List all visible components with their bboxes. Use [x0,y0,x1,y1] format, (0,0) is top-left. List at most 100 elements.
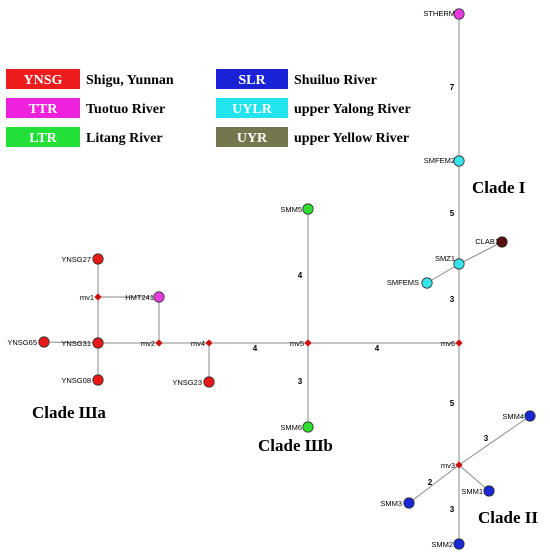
edge-label: 4 [375,344,380,353]
node-mv5: mv5 [290,339,312,348]
node-mv2: mv2 [141,339,163,348]
legend-item-slr: SLR Shuiluo River [216,69,377,89]
haplotype-circle [92,253,104,265]
legend-swatch-uyr [216,127,288,147]
legend-label: upper Yalong River [294,102,411,117]
node-ynsg31: YNSG31 [61,337,104,349]
haplotype-circle [38,336,50,348]
median-vector-marker [304,339,312,347]
edge-mv3-smm4 [458,415,531,466]
median-vector-marker [205,339,213,347]
edge-smz1-clab1 [458,241,503,265]
edge-label: 2 [428,478,433,487]
clade-label-2: Clade Шa [32,403,106,422]
node-label: CLAB1 [475,237,499,246]
haplotype-circle [483,485,495,497]
clade-label-3: Clade Шb [258,436,333,455]
node-ynsg23: YNSG23 [172,376,215,388]
node-hmt241: HMT241 [125,291,165,303]
legend-swatch-ynsg [6,69,80,89]
haplotype-circle [302,421,314,433]
median-vector-marker [455,339,463,347]
edge-mv3-smm1 [458,464,490,492]
legend-label: Shigu, Yunnan [86,73,174,88]
haplotype-circle [453,538,465,550]
node-label: SMM4 [502,412,524,421]
legend-label: Tuotuo River [86,102,165,117]
node-ynsg08: YNSG08 [61,374,104,386]
node-label: mv4 [191,339,205,348]
edge-label: 3 [484,434,489,443]
haplotype-circle [453,8,465,20]
haplotype-circle [496,236,508,248]
haplotype-circle [421,277,433,289]
node-smm1: SMM1 [461,485,495,497]
node-label: mv6 [441,339,455,348]
node-smm5: SMM5 [280,203,314,215]
node-smm2: SMM2 [431,538,465,550]
edge-label: 3 [298,377,303,386]
node-smm6: SMM6 [280,421,314,433]
node-smz1: SMZ1 [435,254,465,270]
node-label: YNSG27 [61,255,91,264]
node-label: YNSG23 [172,378,202,387]
node-label: mv1 [80,293,94,302]
node-label: YNSG65 [7,338,37,347]
legend-swatch-ltr [6,127,80,147]
haplotype-circle [302,203,314,215]
node-smm4: SMM4 [502,410,536,422]
median-vector-marker [155,339,163,347]
node-smfems: SMFEMS [387,277,433,289]
clade-label-1: Clade I [472,178,526,197]
node-label: mv2 [141,339,155,348]
edge-label: 7 [450,83,455,92]
legend-label: Litang River [86,131,163,146]
node-label: SMM6 [280,423,302,432]
legend-swatch-slr [216,69,288,89]
legend-item-uylr: UYLR upper Yalong River [216,98,411,118]
haplotype-circle [403,497,415,509]
legend-code: UYR [237,131,268,146]
haplotype-circle [92,374,104,386]
legend-item-ttr: TTR Tuotuo River [6,98,165,118]
haplotype-circle [153,291,165,303]
node-mv1: mv1 [80,293,102,302]
legend-code: UYLR [232,102,273,117]
legend-code: YNSG [24,73,63,88]
edge-label: 5 [450,399,455,408]
node-mv6: mv6 [441,339,463,348]
node-label: SMM2 [431,540,453,549]
node-label: mv5 [290,339,304,348]
median-vector-marker [455,461,463,469]
edge-ynsg31-ynsg65 [43,341,99,344]
node-mv3: mv3 [441,461,463,470]
edge-label: 3 [450,505,455,514]
node-label: SMFEMS [387,278,419,287]
legend-label: Shuiluo River [294,73,377,88]
node-ynsg65: YNSG65 [7,336,50,348]
haplotype-circle [203,376,215,388]
median-vector-marker [94,293,102,301]
node-label: HMT241 [125,293,154,302]
edge-label: 3 [450,295,455,304]
node-label: YNSG08 [61,376,91,385]
haplotype-circle [92,337,104,349]
node-mv4: mv4 [191,339,213,348]
legend-code: TTR [29,102,59,117]
haplotype-circle [524,410,536,422]
edge-mv3-smm3 [408,464,460,504]
node-label: SMM1 [461,487,483,496]
node-clab1: CLAB1 [475,236,508,248]
legend-item-ynsg: YNSG Shigu, Yunnan [6,69,174,89]
node-label: SMFEM2 [424,156,455,165]
node-stherm: STHERM [423,8,465,20]
legend-code: SLR [238,73,266,88]
haplotype-circle [453,258,465,270]
haplotype-circle [453,155,465,167]
node-label: YNSG31 [61,339,91,348]
edge-label: 4 [253,344,258,353]
